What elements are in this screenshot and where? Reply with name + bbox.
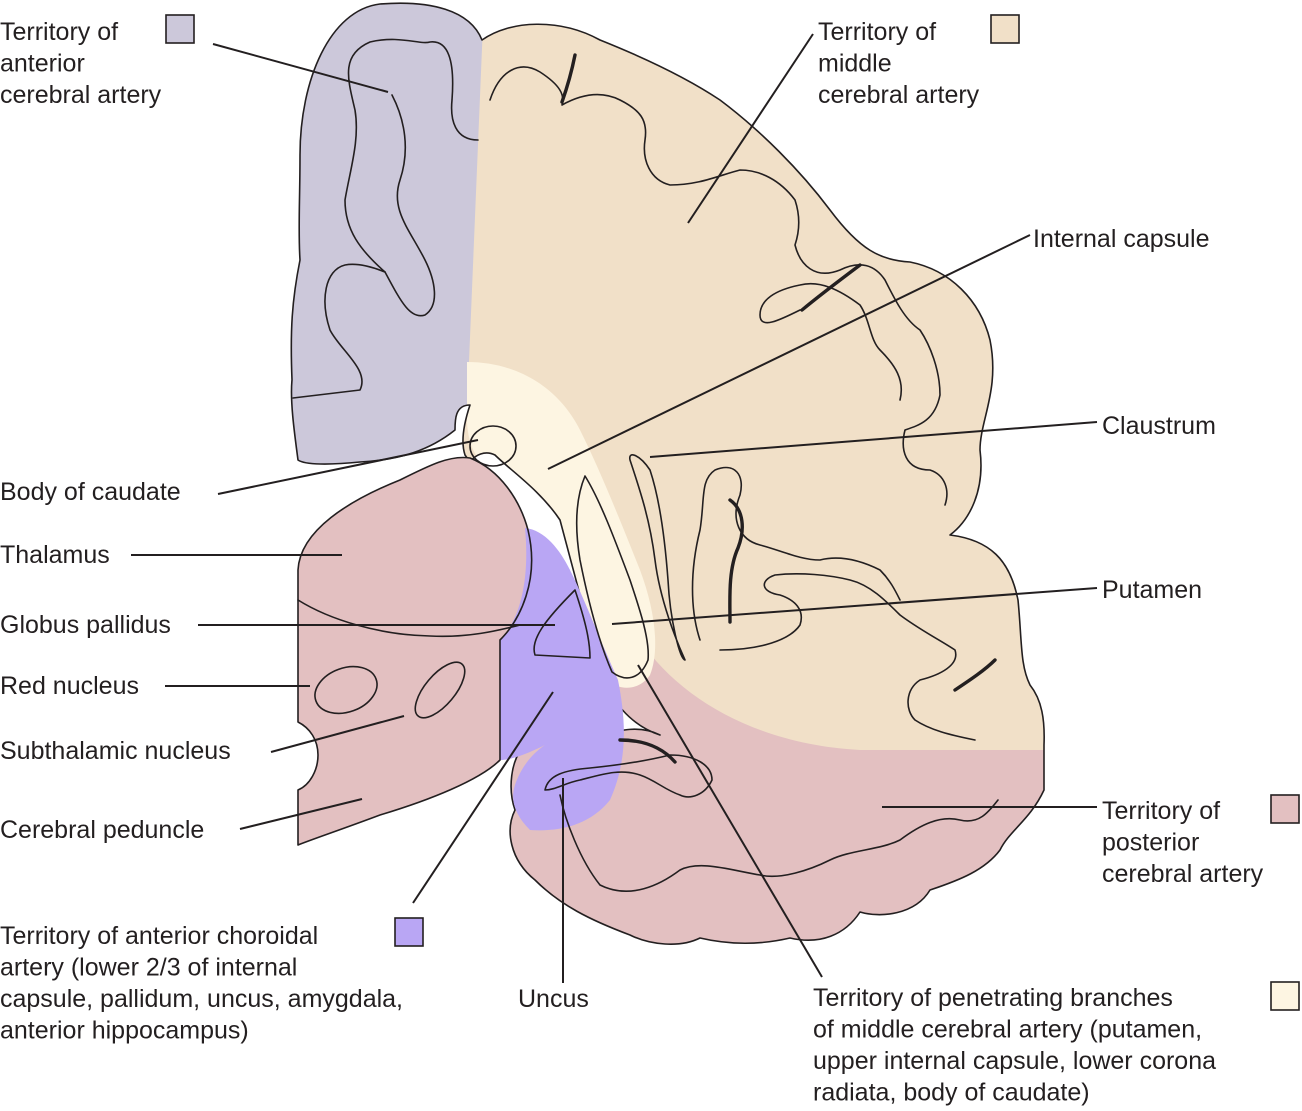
mca-sulcus-upper [489, 66, 948, 506]
putamen-outline [575, 475, 650, 679]
heavy-mark-top [560, 53, 577, 104]
label-red-nucleus: Red nucleus [0, 672, 139, 700]
label-penetrating: Territory of penetrating branches of midd… [813, 984, 1216, 1106]
label-line: upper internal capsule, lower corona [813, 1047, 1216, 1075]
label-line: posterior [1102, 829, 1199, 857]
label-line: Thalamus [0, 541, 110, 569]
label-line: cerebral artery [818, 81, 980, 109]
label-line: anterior [0, 50, 85, 78]
uncus-outline [544, 754, 713, 798]
hemisphere-outline [290, 2, 1045, 945]
label-line: Territory of [818, 18, 936, 46]
thalamus-region-fill [298, 457, 532, 845]
label-line: Putamen [1102, 576, 1202, 604]
brainstem-outline [297, 456, 533, 846]
label-pca: Territory of posterior cerebral artery [1102, 797, 1264, 888]
subthalamic-nucleus-outline [414, 661, 466, 719]
label-anterior-choroidal: Territory of anterior choroidal artery (l… [0, 922, 403, 1045]
heavy-mark-mid [800, 263, 862, 312]
insula-outline [691, 466, 901, 641]
label-globus-pallidus: Globus pallidus [0, 611, 171, 639]
leader-cerebral-peduncle [239, 798, 363, 830]
label-line: Subthalamic nucleus [0, 737, 231, 765]
label-line: Territory of penetrating branches [813, 984, 1173, 1012]
caudate-body-outline [469, 425, 517, 467]
leader-subthalamic-nucleus [270, 715, 405, 753]
aca-territory-fill [291, 3, 484, 480]
claustrum-outline [629, 454, 686, 661]
leader-mca [687, 33, 814, 224]
swatch-penetrating [1270, 981, 1300, 1011]
leader-body-of-caudate [217, 439, 479, 495]
label-uncus: Uncus [518, 985, 589, 1013]
aca-gyrus-outline [292, 38, 479, 399]
label-body-of-caudate: Body of caudate [0, 478, 181, 506]
leader-penetrating [637, 664, 823, 978]
label-line: middle [818, 50, 892, 78]
heavy-mark-uncus [618, 738, 677, 764]
thalamus-border [297, 599, 521, 638]
label-subthalamic-nucleus: Subthalamic nucleus [0, 737, 231, 765]
heavy-mark-insula [728, 498, 744, 624]
label-line: Territory of anterior choroidal [0, 922, 318, 950]
label-thalamus: Thalamus [0, 541, 110, 569]
label-line: Uncus [518, 985, 589, 1013]
labels: Territory of anterior cerebral artery Terr… [0, 18, 1264, 1107]
label-line: Territory of [0, 18, 118, 46]
brainstem [297, 456, 624, 846]
label-line: Globus pallidus [0, 611, 171, 639]
label-line: radiata, body of caudate) [813, 1079, 1090, 1107]
label-internal-capsule: Internal capsule [1033, 225, 1210, 253]
swatch-anterior-choroidal [394, 917, 424, 947]
leader-anterior-choroidal [412, 691, 554, 904]
mca-territory-fill [291, 3, 1045, 945]
label-line: of middle cerebral artery (putamen, [813, 1016, 1202, 1044]
internal-structures [292, 38, 999, 893]
label-line: Cerebral peduncle [0, 816, 204, 844]
label-line: artery (lower 2/3 of internal [0, 954, 297, 982]
red-nucleus-outline [314, 665, 378, 715]
aca-inner-sulcus [384, 94, 436, 317]
swatch-aca [165, 14, 195, 44]
label-line: cerebral artery [1102, 860, 1264, 888]
leader-internal-capsule [547, 234, 1031, 470]
label-line: Internal capsule [1033, 225, 1210, 253]
label-aca: Territory of anterior cerebral artery [0, 18, 162, 109]
label-cerebral-peduncle: Cerebral peduncle [0, 816, 204, 844]
swatch-pca [1270, 794, 1300, 824]
globus-pallidus-outline [533, 589, 591, 659]
label-claustrum: Claustrum [1102, 412, 1216, 440]
label-line: Body of caudate [0, 478, 181, 506]
leader-putamen [611, 587, 1098, 625]
leader-lines [131, 33, 1098, 983]
heavy-mark-temporal [953, 658, 997, 692]
label-line: cerebral artery [0, 81, 162, 109]
label-mca: Territory of middle cerebral artery [818, 18, 980, 109]
label-line: capsule, pallidum, uncus, amygdala, [0, 985, 403, 1013]
label-line: Territory of [1102, 797, 1220, 825]
label-line: Claustrum [1102, 412, 1216, 440]
legend-swatches [165, 14, 1300, 1011]
label-line: anterior hippocampus) [0, 1017, 249, 1045]
hippocampus-inner-outline [559, 794, 999, 893]
swatch-mca [990, 14, 1020, 44]
anterior-choroidal-fill [500, 528, 624, 831]
leader-claustrum [649, 421, 1098, 458]
leader-aca [212, 43, 389, 93]
heavy-sulcus-marks [560, 53, 997, 764]
label-line: Red nucleus [0, 672, 139, 700]
label-putamen: Putamen [1102, 576, 1202, 604]
